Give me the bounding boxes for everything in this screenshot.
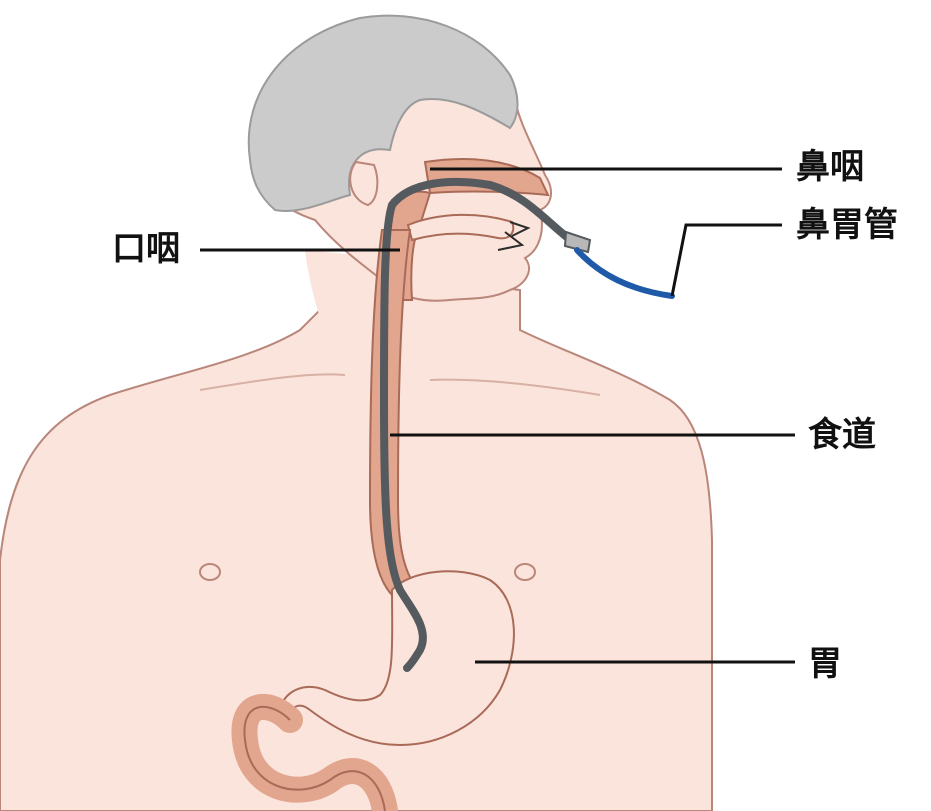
leader-line-ngtube	[672, 225, 782, 296]
label-stomach: 胃	[808, 647, 842, 681]
label-oropharynx: 口咽	[112, 232, 180, 266]
label-nasogastric-tube: 鼻胃管	[796, 208, 898, 242]
label-esophagus: 食道	[808, 418, 876, 452]
tube-blue-end	[577, 250, 672, 296]
label-nasopharynx: 鼻咽	[796, 150, 864, 184]
